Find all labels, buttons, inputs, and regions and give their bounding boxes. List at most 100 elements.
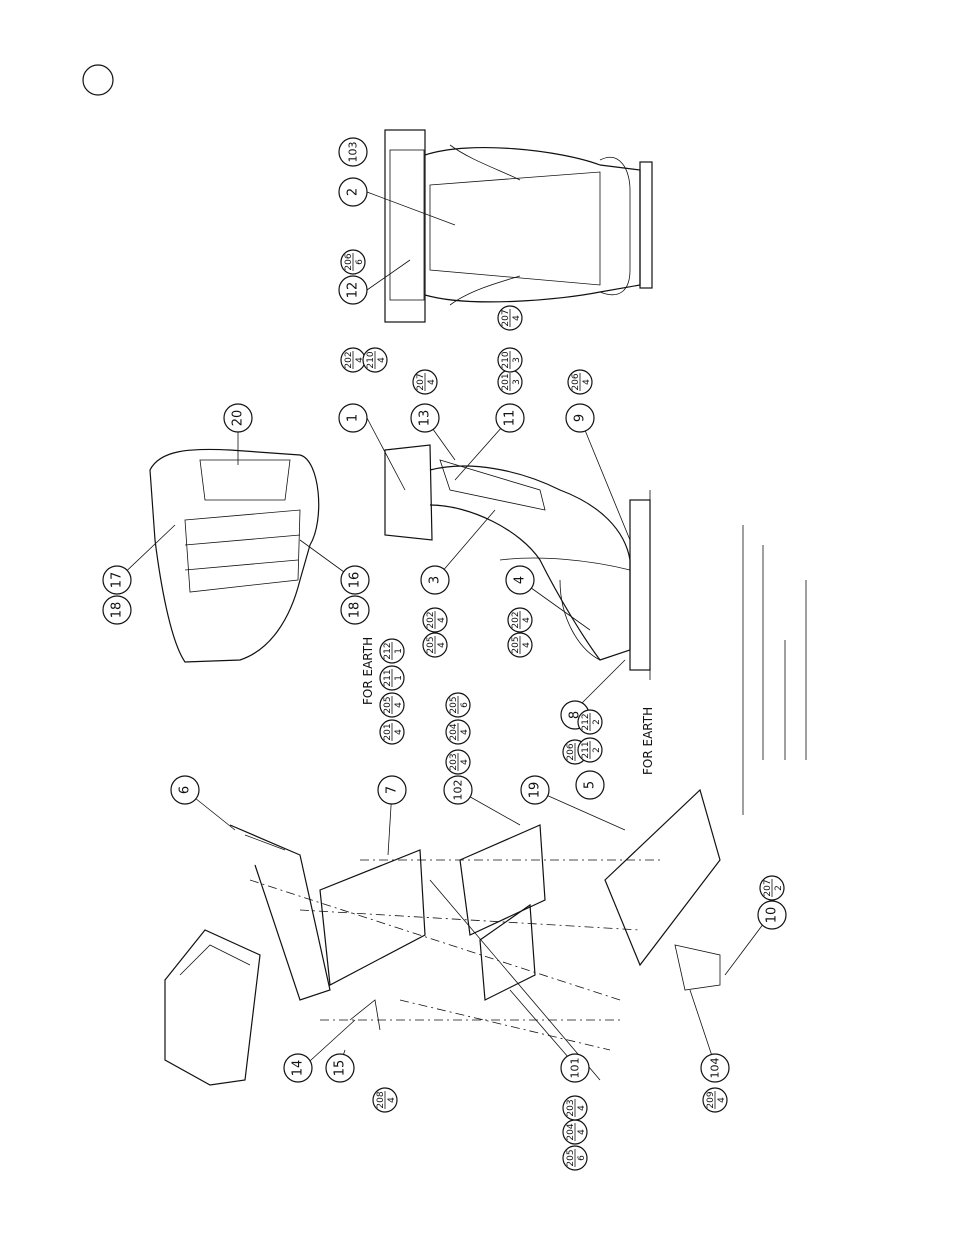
svg-text:4: 4 xyxy=(427,379,437,385)
svg-text:6: 6 xyxy=(460,702,470,708)
svg-text:4: 4 xyxy=(577,1129,587,1135)
svg-text:103: 103 xyxy=(347,142,360,163)
svg-text:1: 1 xyxy=(394,648,404,654)
qty-label-202: 2024 xyxy=(508,608,532,632)
svg-text:4: 4 xyxy=(513,576,528,584)
callout-5: 5 xyxy=(576,771,604,799)
svg-text:14: 14 xyxy=(291,1060,306,1077)
svg-text:212: 212 xyxy=(383,642,393,659)
callout-19: 19 xyxy=(521,776,549,804)
svg-text:3: 3 xyxy=(512,357,522,363)
svg-text:7: 7 xyxy=(385,786,400,794)
seat-perspective-view xyxy=(150,449,319,662)
svg-text:20: 20 xyxy=(231,410,246,427)
svg-text:206: 206 xyxy=(566,743,576,760)
qty-label-210: 2103 xyxy=(498,348,522,372)
svg-text:4: 4 xyxy=(394,702,404,708)
callout-18: 18 xyxy=(341,596,369,624)
qty-label-203: 2034 xyxy=(563,1096,587,1120)
svg-text:3: 3 xyxy=(428,576,443,584)
svg-text:203: 203 xyxy=(449,753,459,770)
svg-text:10: 10 xyxy=(765,907,780,924)
callout-102: 102 xyxy=(444,776,472,804)
callout-17: 17 xyxy=(103,566,131,594)
svg-text:208: 208 xyxy=(376,1091,386,1108)
svg-text:2: 2 xyxy=(346,188,361,196)
for-earth-note-top: FOR EARTH xyxy=(361,637,375,705)
svg-text:5: 5 xyxy=(583,781,598,789)
note-rule-lines xyxy=(743,525,806,815)
svg-text:211: 211 xyxy=(581,741,591,758)
svg-text:205: 205 xyxy=(566,1149,576,1166)
svg-text:12: 12 xyxy=(346,282,361,299)
svg-text:202: 202 xyxy=(344,351,354,368)
svg-text:210: 210 xyxy=(501,351,511,368)
svg-text:2: 2 xyxy=(592,747,602,753)
callout-3: 3 xyxy=(421,566,449,594)
svg-text:203: 203 xyxy=(566,1099,576,1116)
callout-20: 20 xyxy=(224,404,252,432)
svg-text:206: 206 xyxy=(571,373,581,390)
svg-text:204: 204 xyxy=(449,723,459,740)
callout-18: 18 xyxy=(103,596,131,624)
callout-103: 103 xyxy=(339,138,367,166)
callout-15: 15 xyxy=(326,1054,354,1082)
callout-7: 7 xyxy=(378,776,406,804)
svg-text:3: 3 xyxy=(512,379,522,385)
svg-text:101: 101 xyxy=(569,1058,582,1079)
svg-text:204: 204 xyxy=(566,1123,576,1140)
svg-text:4: 4 xyxy=(460,729,470,735)
callout-16: 16 xyxy=(341,566,369,594)
svg-text:19: 19 xyxy=(528,782,543,799)
qty-label-202: 2024 xyxy=(423,608,447,632)
svg-text:201: 201 xyxy=(501,373,511,390)
svg-text:211: 211 xyxy=(383,669,393,686)
callout-104: 104 xyxy=(701,1054,729,1082)
svg-text:11: 11 xyxy=(503,410,518,427)
svg-text:6: 6 xyxy=(577,1155,587,1161)
svg-text:104: 104 xyxy=(709,1058,722,1079)
exploded-frame-assembly xyxy=(165,790,720,1085)
svg-text:212: 212 xyxy=(581,713,591,730)
svg-text:205: 205 xyxy=(449,696,459,713)
svg-text:202: 202 xyxy=(426,611,436,628)
svg-text:1: 1 xyxy=(394,675,404,681)
svg-text:4: 4 xyxy=(460,759,470,765)
svg-text:18: 18 xyxy=(110,602,125,619)
svg-text:15: 15 xyxy=(333,1060,348,1077)
qty-label-206: 2066 xyxy=(341,250,365,274)
callout-6: 6 xyxy=(171,776,199,804)
svg-text:1: 1 xyxy=(346,414,361,422)
callout-2: 2 xyxy=(339,178,367,206)
svg-text:4: 4 xyxy=(437,617,447,623)
qty-label-207: 2072 xyxy=(760,876,784,900)
svg-text:4: 4 xyxy=(512,315,522,321)
svg-text:205: 205 xyxy=(511,636,521,653)
callout-1: 1 xyxy=(339,404,367,432)
svg-text:201: 201 xyxy=(383,723,393,740)
callout-11: 11 xyxy=(496,404,524,432)
svg-text:2: 2 xyxy=(774,885,784,891)
qty-label-204: 2044 xyxy=(563,1120,587,1144)
svg-text:18: 18 xyxy=(348,602,363,619)
svg-text:4: 4 xyxy=(387,1097,397,1103)
svg-text:207: 207 xyxy=(501,309,511,326)
svg-text:210: 210 xyxy=(366,351,376,368)
svg-text:4: 4 xyxy=(717,1097,727,1103)
